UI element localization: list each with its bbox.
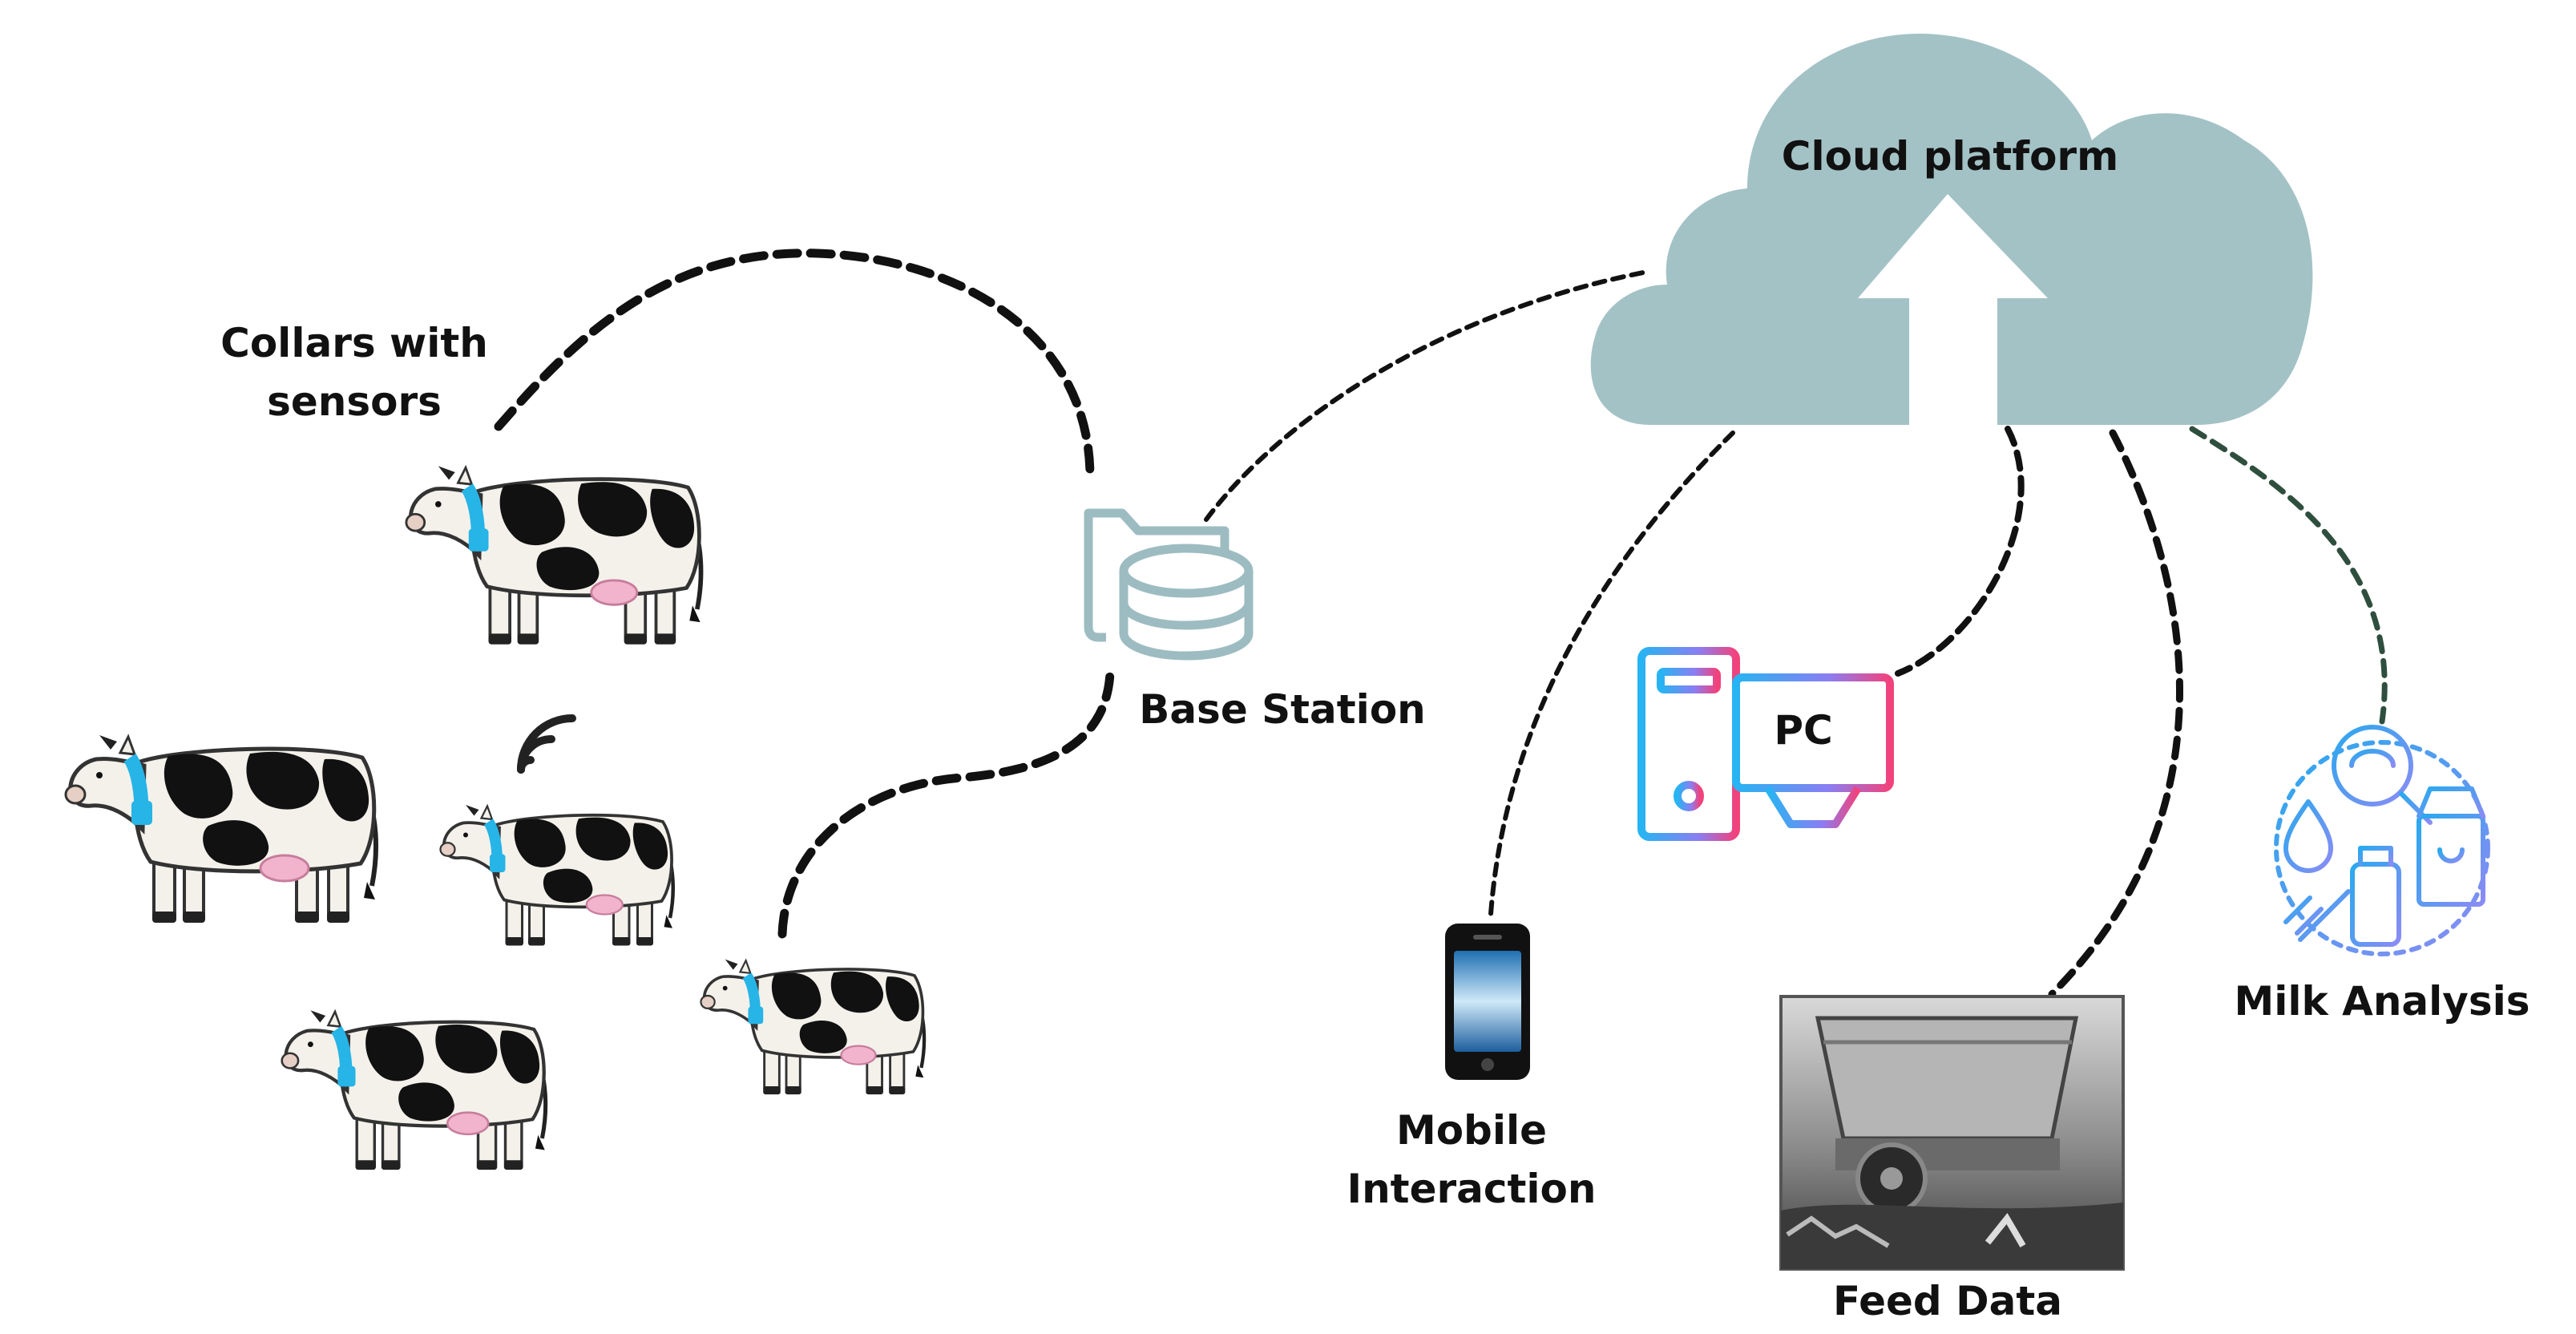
cow-with-collar (66, 735, 376, 923)
collars-label-line2: sensors (267, 378, 442, 425)
smartphone-icon (1445, 924, 1530, 1080)
connection-lines (494, 249, 2388, 998)
link-cloud-to-mobile (1488, 431, 1735, 916)
milk-analysis-label: Milk Analysis (2234, 978, 2530, 1025)
link-cloud-to-milk (2189, 426, 2388, 725)
link-cloud-to-feed (2048, 429, 2183, 998)
cow-with-collar (441, 805, 673, 946)
feed-mixer-photo (1779, 995, 2125, 1271)
mobile-label-line2: Interaction (1347, 1166, 1596, 1212)
folder-database-icon (1084, 508, 1254, 661)
base-station-label: Base Station (1139, 686, 1426, 733)
link-cows-to-base (777, 669, 1115, 939)
feed-data-label: Feed Data (1833, 1278, 2062, 1324)
link-base-to-cloud (1204, 270, 1645, 522)
mobile-label-line1: Mobile (1396, 1107, 1547, 1154)
desktop-pc-icon (1637, 647, 1894, 841)
upload-arrow-icon (1858, 194, 2048, 429)
cow-with-collar (701, 960, 924, 1094)
pc-label: PC (1774, 707, 1832, 754)
cloud-platform-label: Cloud platform (1782, 133, 2118, 180)
collars-label-line1: Collars with (220, 320, 488, 366)
cow-with-collar (406, 466, 701, 644)
link-cloud-to-pc (1895, 426, 2025, 677)
wifi-icon (517, 714, 576, 774)
milk-analysis-icon (2274, 725, 2490, 956)
cow-with-collar (282, 1010, 546, 1170)
link-collars-to-base (494, 249, 1095, 482)
